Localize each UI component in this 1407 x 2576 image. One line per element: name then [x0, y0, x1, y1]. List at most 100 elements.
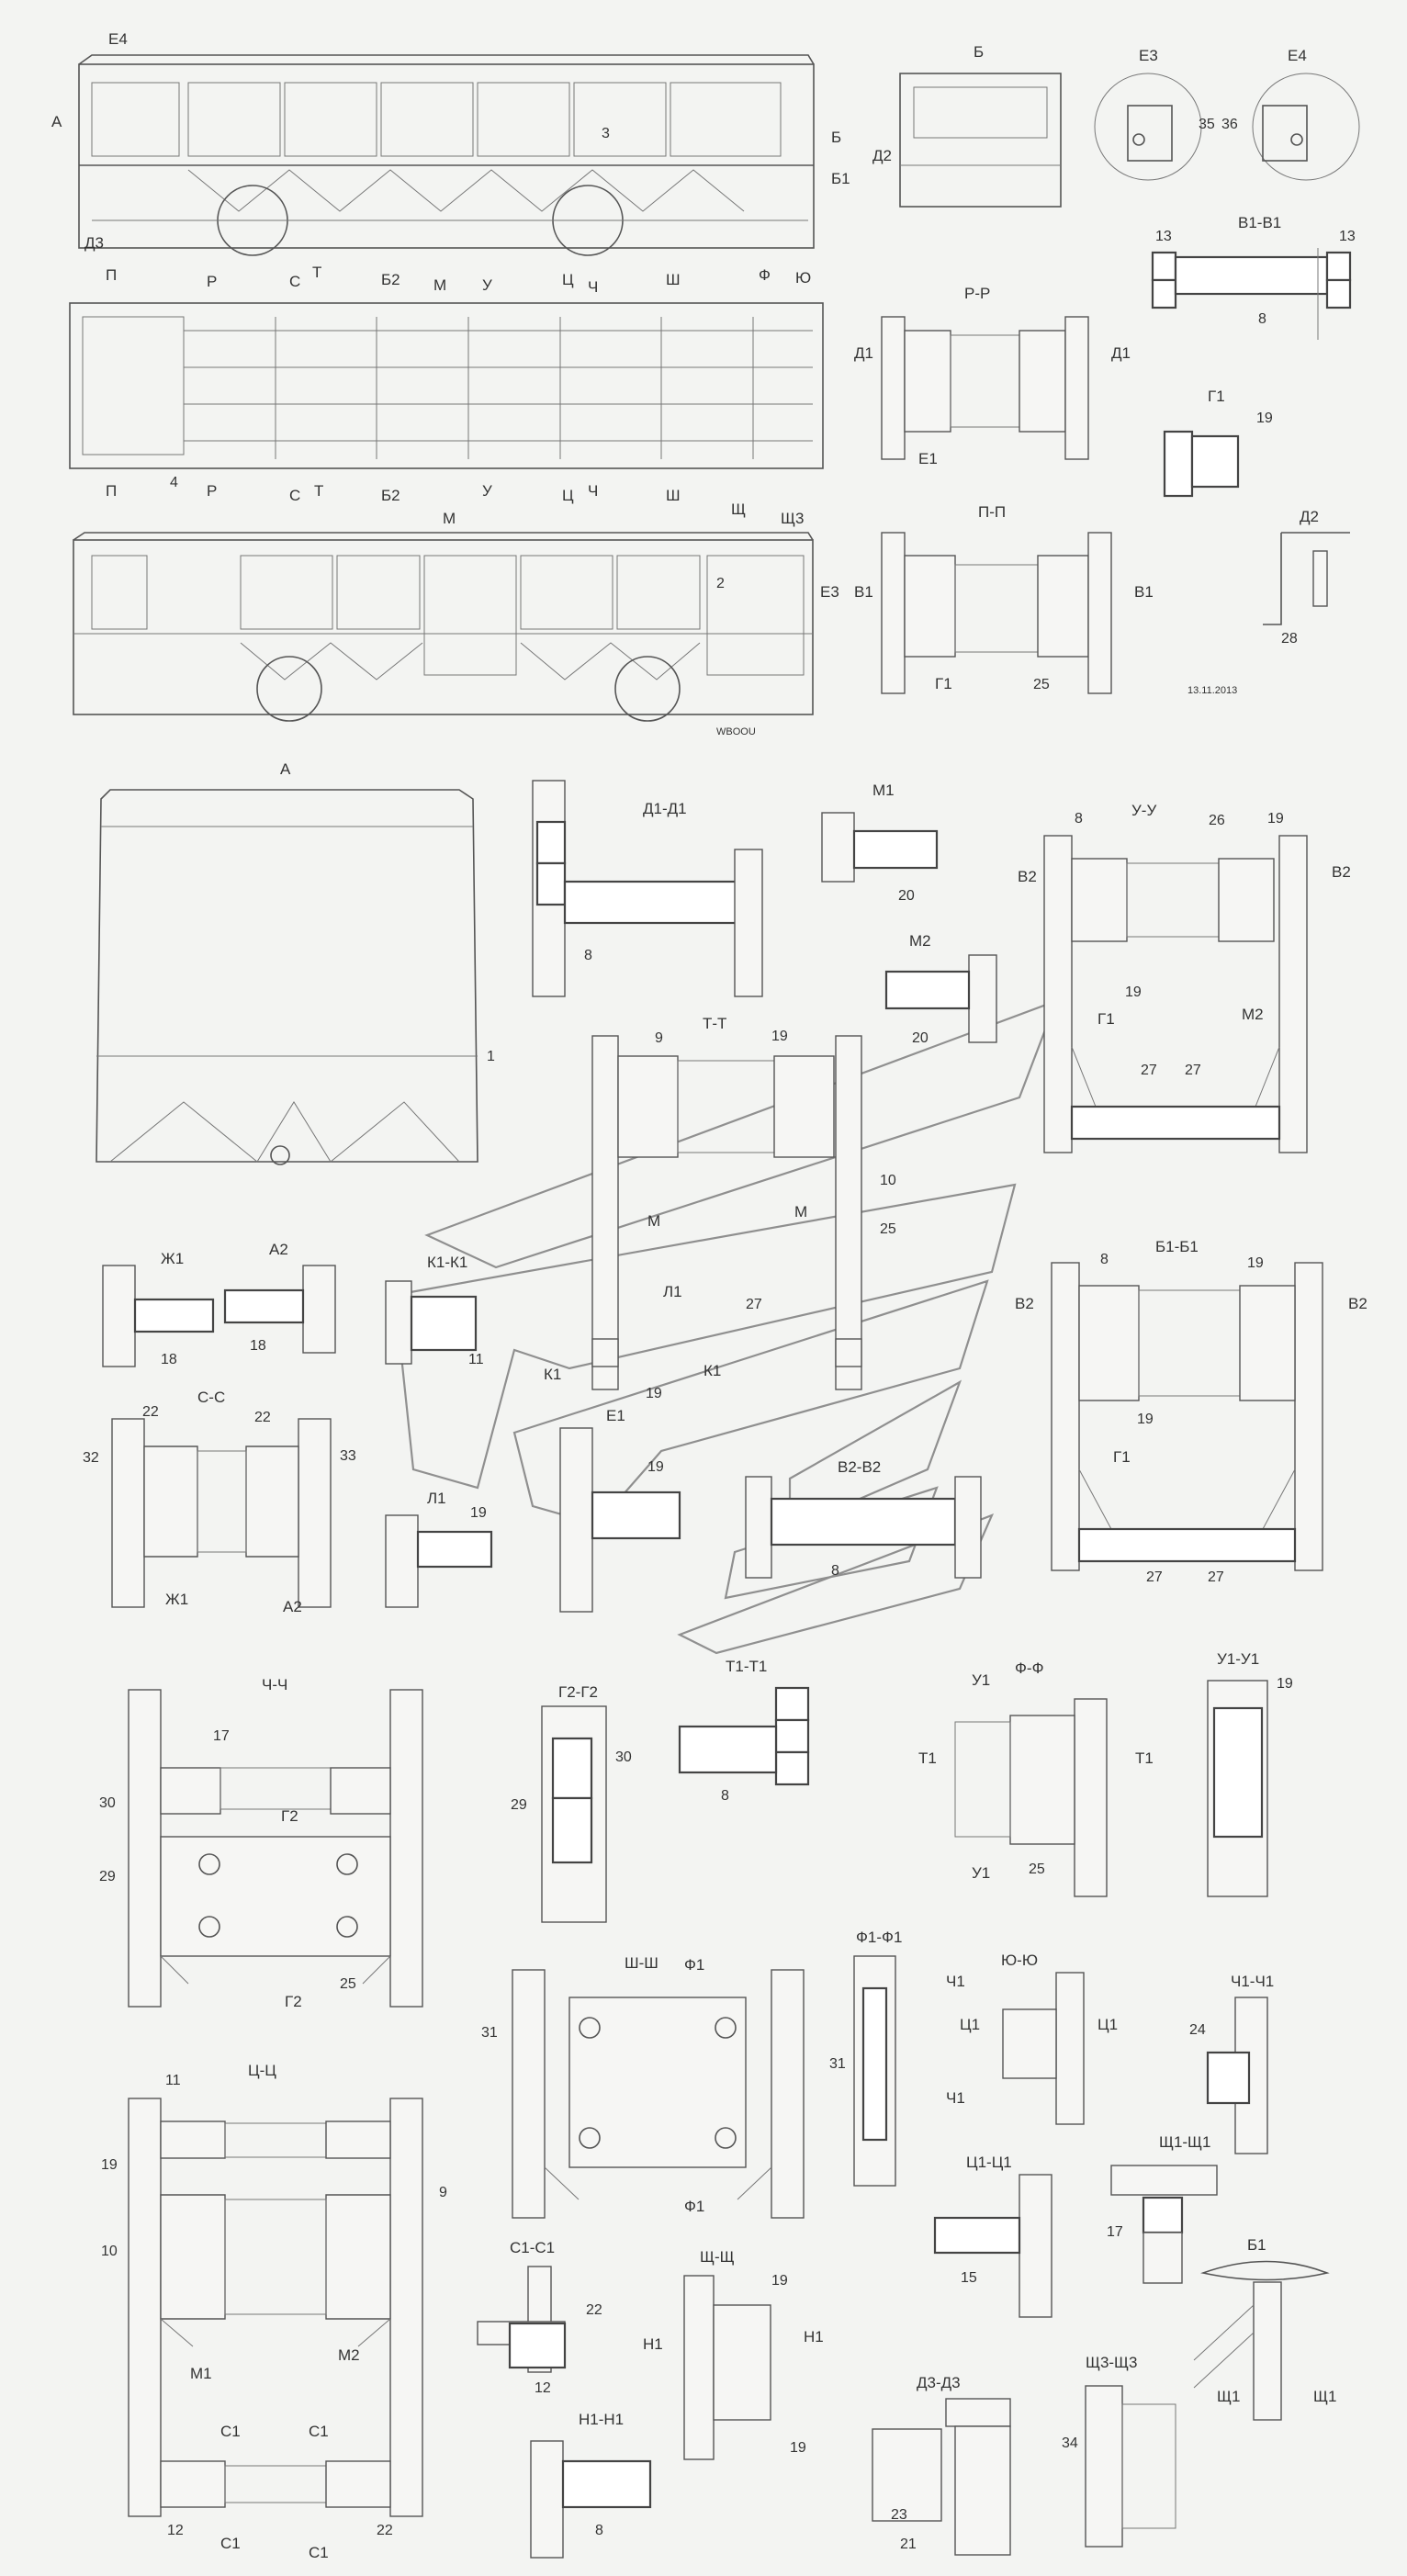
callout-27-tt: 27 — [746, 1297, 762, 1312]
callout-19-b1-b: 19 — [1137, 1412, 1154, 1427]
sec-p-top: П — [106, 266, 117, 284]
callout-28: 28 — [1281, 631, 1298, 647]
detail-b1-title: Б1 — [1247, 2236, 1266, 2254]
section-rr-title: Р-Р — [964, 285, 990, 302]
chch-label-g2-top: Г2 — [281, 1807, 298, 1825]
section-shch: Щ-Щ 19 19 Н1 Н1 — [643, 2248, 824, 2460]
callout-19-l1: 19 — [470, 1505, 487, 1521]
tsts-label-m1: М1 — [190, 2365, 212, 2382]
sec-sh-top: Ш — [666, 271, 681, 288]
tsts-label-s1-tl: С1 — [220, 2423, 241, 2440]
arrow-label-b: Б — [831, 129, 841, 146]
section-yuyu-title: Ю-Ю — [1001, 1952, 1038, 1969]
arrow-label-d3: Д3 — [84, 234, 104, 252]
callout-22-ss-left: 22 — [142, 1404, 159, 1420]
callout-19-e1: 19 — [647, 1459, 664, 1475]
section-u1u1: У1-У1 19 — [1207, 1650, 1293, 1897]
sec-yu-top: Ю — [795, 269, 811, 287]
section-d3d3-title: Д3-Д3 — [917, 2374, 961, 2391]
callout-9-ts: 9 — [439, 2185, 447, 2200]
callout-12-s1: 12 — [535, 2380, 551, 2396]
detail-m1: М1 20 — [821, 782, 939, 904]
callout-17-ch: 17 — [213, 1728, 230, 1744]
callout-27-uu-b: 27 — [1185, 1063, 1201, 1078]
shch-label-n1-left: Н1 — [643, 2335, 663, 2353]
section-shsh-title: Ш-Ш — [625, 1954, 658, 1972]
section-ff: Ф-Ф У1 У1 Т1 Т1 25 — [918, 1659, 1154, 1897]
callout-9-tt: 9 — [655, 1030, 663, 1046]
callout-8-t1: 8 — [721, 1788, 729, 1804]
section-b1b1: Б1-Б1 8 19 19 27 27 В2 В2 Г1 — [1015, 1238, 1368, 1585]
stamp-text: WBOOU — [716, 726, 756, 737]
ss-label-zh1: Ж1 — [165, 1591, 188, 1608]
callout-26: 26 — [1209, 813, 1225, 828]
section-chch: Ч-Ч 17 30 29 25 Г2 Г2 — [99, 1676, 423, 2010]
callout-31-f1: 31 — [829, 2056, 846, 2072]
callout-19-tt-b: 19 — [646, 1386, 662, 1401]
detail-a2: А2 18 — [223, 1241, 336, 1354]
callout-27-b1-a: 27 — [1146, 1569, 1163, 1585]
section-ss-title: С-С — [197, 1389, 225, 1406]
section-d3d3: Д3-Д3 23 21 — [872, 2374, 1011, 2556]
callout-35: 35 — [1199, 117, 1215, 132]
sec-f-top: Ф — [759, 266, 771, 284]
callout-19-shch-top: 19 — [771, 2273, 788, 2289]
section-rr: Р-Р Д1 Д1 Е1 — [854, 285, 1131, 467]
callout-17-shch1: 17 — [1107, 2224, 1123, 2240]
section-ss: С-С 22 22 32 33 Ж1 А2 — [83, 1389, 356, 1615]
detail-e1: Е1 19 — [559, 1407, 681, 1613]
rr-label-e1: Е1 — [918, 450, 938, 467]
detail-e3: Е3 35 — [1094, 47, 1215, 181]
callout-19-uu: 19 — [1267, 811, 1284, 827]
bus-side-view-top: Е4 3 А Б Б1 Д3 — [51, 30, 850, 256]
sec-b2-bot: Б2 — [381, 487, 400, 504]
arrow-label-b1: Б1 — [831, 170, 850, 187]
callout-34: 34 — [1062, 2435, 1078, 2451]
section-pp-title: П-П — [978, 503, 1006, 521]
section-s1s1-title: С1-С1 — [510, 2239, 555, 2256]
pp-label-v1-left: В1 — [854, 583, 873, 601]
detail-e4: Е4 36 — [1221, 47, 1360, 181]
pp-label-v1-right: В1 — [1134, 583, 1154, 601]
section-d1d1-title: Д1-Д1 — [643, 800, 687, 817]
view-b-title: Б — [974, 43, 984, 61]
callout-19-tt: 19 — [771, 1029, 788, 1044]
sec-b2-top: Б2 — [381, 271, 400, 288]
section-tsts-title: Ц-Ц — [248, 2062, 276, 2079]
detail-e4-title: Е4 — [1288, 47, 1307, 64]
sec-u-top: У — [482, 276, 492, 294]
b1-label-shch1-right: Щ1 — [1313, 2388, 1336, 2405]
view-b-rear: Б Д2 — [872, 43, 1062, 208]
callout-12-ts: 12 — [167, 2523, 184, 2538]
tt-label-k1-left: К1 — [544, 1366, 561, 1383]
callout-10-tt: 10 — [880, 1173, 896, 1188]
callout-25-pp: 25 — [1033, 677, 1050, 692]
section-f1f1: Ф1-Ф1 31 — [829, 1929, 902, 2187]
sec-r-bot: Р — [207, 482, 217, 500]
callout-13-left: 13 — [1155, 229, 1172, 244]
tt-label-m-left: М — [647, 1212, 660, 1230]
section-v2v2: В2-В2 8 — [745, 1458, 982, 1579]
ff-label-u1-top: У1 — [972, 1671, 990, 1689]
detail-d2: Д2 28 — [1263, 508, 1350, 647]
callout-20-m1: 20 — [898, 888, 915, 904]
callout-19-ts: 19 — [101, 2157, 118, 2173]
yuyu-label-ts1-right: Ц1 — [1097, 2016, 1118, 2033]
b1-label-g1: Г1 — [1113, 1448, 1131, 1466]
detail-g1: Г1 19 — [1163, 388, 1273, 498]
tt-label-m-right: М — [794, 1203, 807, 1221]
bus-side-view-bottom: М 2 Е3 WBOOU 13.11.2013 — [73, 510, 1237, 737]
callout-19-shch-bot: 19 — [790, 2440, 806, 2456]
section-g2g2-title: Г2-Г2 — [558, 1683, 598, 1701]
bus-plan-view: П Р С Т Б2 М У Ц Ч Ш Ф Ю П 4 Р С Т Б2 У … — [69, 264, 824, 527]
sec-ch-top: Ч — [588, 278, 598, 296]
detail-m1-title: М1 — [872, 782, 895, 799]
callout-29-g2: 29 — [511, 1797, 527, 1813]
sec-s-bot: С — [289, 487, 300, 504]
callout-32: 32 — [83, 1450, 99, 1466]
callout-11-k1: 11 — [468, 1352, 484, 1367]
rr-label-d1-left: Д1 — [854, 344, 873, 362]
chch-label-g2-bot: Г2 — [285, 1993, 302, 2010]
detail-g1-title: Г1 — [1208, 388, 1225, 405]
pp-label-g1: Г1 — [935, 675, 952, 692]
